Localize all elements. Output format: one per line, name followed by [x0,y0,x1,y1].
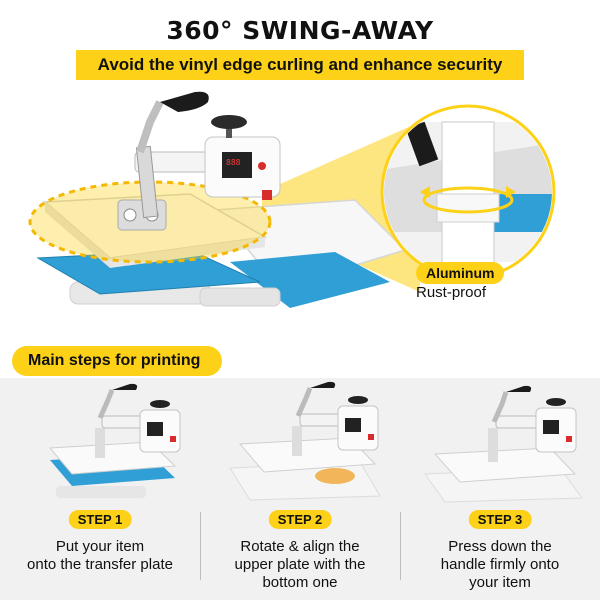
headline: 360° SWING-AWAY [166,16,434,45]
step-divider [200,512,201,580]
step-3-line-3: your item [469,574,531,591]
svg-text:888: 888 [226,158,241,167]
step-3-line-1: Press down the [448,538,552,555]
heat-press-machine-image: 888 [28,91,556,308]
step-2-line-3: bottom one [262,574,338,591]
step-2-badge: STEP 2 [268,510,332,529]
step-2-line-1: Rotate & align the [240,538,360,555]
hero-illustration: 888 [0,82,600,352]
step-1-line-2: onto the transfer plate [27,556,173,573]
feature-subtitle: Rust-proof [416,284,487,301]
step-card-2: STEP 2 Rotate & align the upper plate wi… [200,378,400,600]
step-card-1: STEP 1 Put your item onto the transfer p… [0,378,200,600]
steps-title: Main steps for printing [12,346,222,376]
step-2-image [229,381,381,501]
press-handle [160,91,209,112]
step-card-3: STEP 3 Press down the handle firmly onto… [400,378,600,600]
step-3-badge: STEP 3 [468,510,532,529]
step-1-image [48,383,181,498]
feature-badge: Aluminum [416,262,505,284]
step-2-description: Rotate & align the upper plate with the … [200,538,400,592]
step-3-description: Press down the handle firmly onto your i… [400,538,600,592]
step-1-line-1: Put your item [55,538,145,555]
step-divider [400,512,401,580]
pressure-knob [211,115,247,129]
rear-blue-plate [230,252,390,308]
tagline-banner: Avoid the vinyl edge curling and enhance… [76,50,524,80]
step-2-line-2: upper plate with the [234,556,366,573]
step-1-description: Put your item onto the transfer plate [0,538,200,574]
step-3-image [424,385,583,503]
step-3-line-2: handle firmly onto [440,556,560,573]
step-1-badge: STEP 1 [68,510,132,529]
